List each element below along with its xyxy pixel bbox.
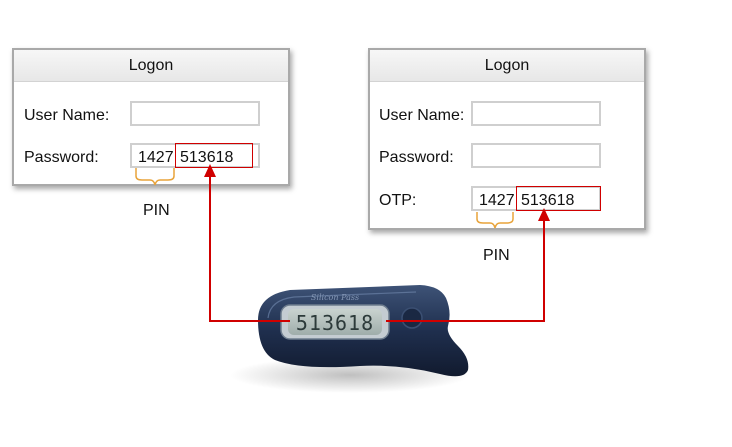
- otp-highlight-box: [175, 143, 253, 168]
- token-button: [401, 307, 423, 329]
- username-field[interactable]: [130, 101, 260, 126]
- otp-label: OTP:: [379, 192, 417, 209]
- pin-brace-left: [135, 168, 175, 186]
- pin-value: 1427: [479, 192, 515, 209]
- pin-caption-left: PIN: [143, 202, 170, 219]
- arrow-to-right-otp: [386, 216, 545, 322]
- pin-caption-right: PIN: [483, 247, 510, 264]
- password-label: Password:: [379, 149, 454, 166]
- arrowhead-left: [204, 164, 216, 177]
- logon-dialog-password: Logon User Name: Password: 1427 513618: [12, 48, 290, 186]
- password-label: Password:: [24, 149, 99, 166]
- username-label: User Name:: [379, 107, 465, 124]
- otp-value: 513618: [180, 149, 234, 166]
- arrowhead-right: [538, 208, 550, 221]
- otp-token-device: 513618 Silicon Pass: [230, 285, 470, 393]
- logon-dialog-otp: Logon User Name: Password: OTP: 1427 513…: [368, 48, 646, 230]
- dialog-title: Logon: [14, 50, 288, 82]
- pin-value: 1427: [138, 149, 174, 166]
- password-field[interactable]: [471, 143, 601, 168]
- arrow-to-left-otp: [209, 172, 290, 322]
- username-label: User Name:: [24, 107, 110, 124]
- pin-brace-right: [476, 212, 514, 229]
- token-lcd-screen: [288, 309, 382, 335]
- username-field[interactable]: [471, 101, 601, 126]
- token-brand-text: Silicon Pass: [311, 293, 359, 302]
- otp-value: 513618: [521, 192, 575, 209]
- arrows: [209, 172, 545, 322]
- token-display-digits: 513618: [296, 311, 374, 335]
- token-highlight: [267, 291, 417, 319]
- dialog-title: Logon: [370, 50, 644, 82]
- otp-highlight-box: [516, 186, 601, 211]
